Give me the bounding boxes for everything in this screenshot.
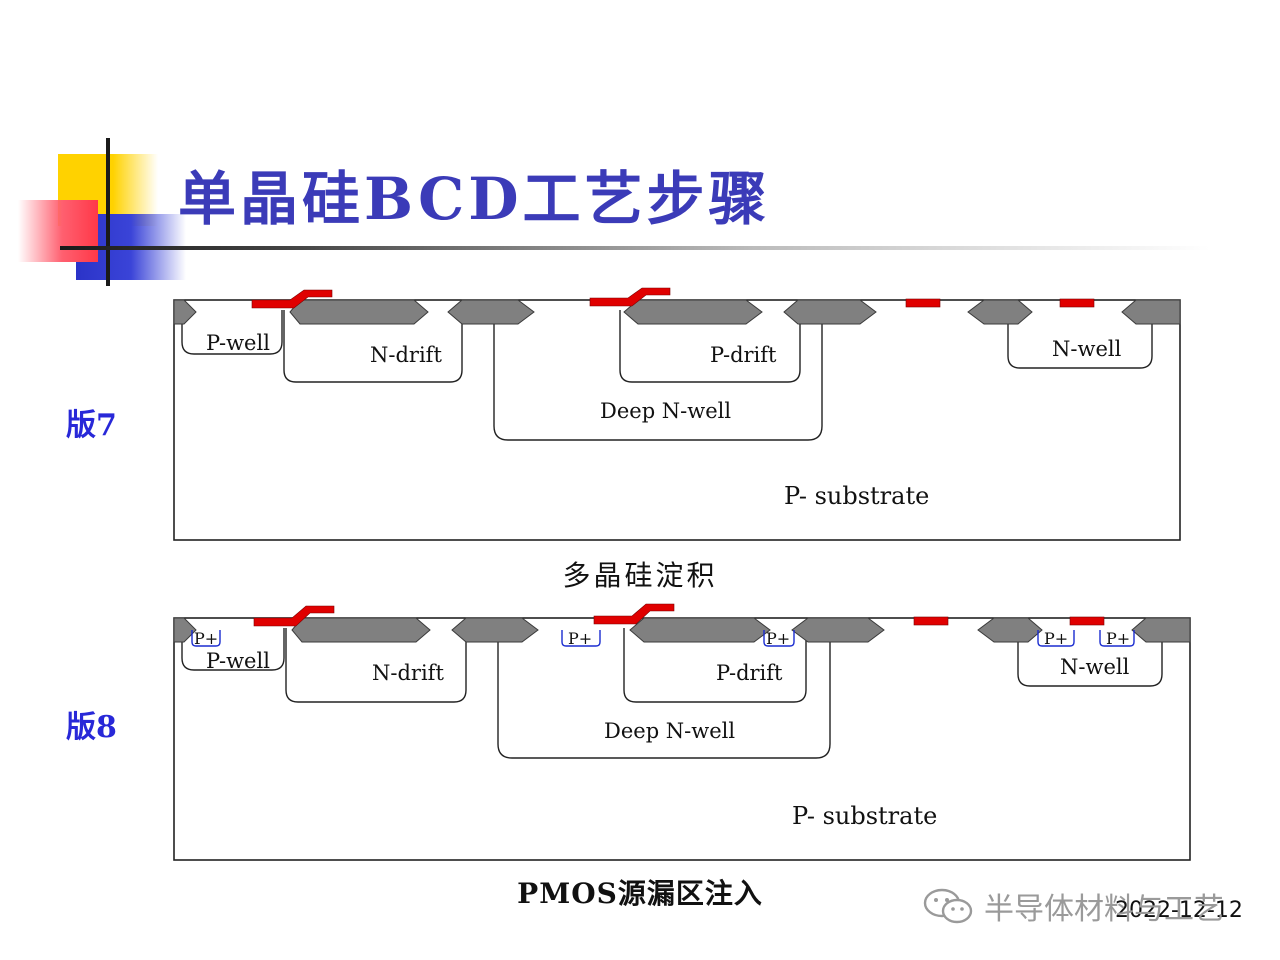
implant-label: P+ <box>766 629 790 648</box>
label-p-drift: P-drift <box>716 661 783 685</box>
label-substrate: P- substrate <box>784 482 929 510</box>
polysilicon-gates <box>253 603 1105 627</box>
p-drift-region <box>619 310 801 383</box>
n-well-region <box>1017 628 1163 687</box>
oxide-segment <box>977 617 1043 643</box>
deep-n-well-region <box>497 628 831 759</box>
p-plus-implants <box>191 630 1135 647</box>
label-p-drift: P-drift <box>710 343 777 367</box>
deco-horizontal-line <box>60 246 1210 250</box>
oxide-segment <box>791 617 885 643</box>
label-deep-n-well: Deep N-well <box>600 399 731 423</box>
implant-outline <box>1099 630 1135 647</box>
poly-gate <box>913 616 949 626</box>
poly-gate <box>905 298 941 308</box>
poly-gate <box>253 605 335 627</box>
label-n-well: N-well <box>1052 337 1122 361</box>
implant-outline <box>763 630 795 647</box>
poly-gate <box>251 289 333 309</box>
implant-outline <box>561 630 601 647</box>
poly-gate <box>1059 298 1095 308</box>
poly-gate <box>593 603 675 625</box>
label-n-drift: N-drift <box>370 343 442 367</box>
field-oxide <box>173 617 1191 643</box>
implant-outline <box>1037 630 1075 647</box>
oxide-segment <box>173 299 197 325</box>
label-n-drift: N-drift <box>372 661 444 685</box>
label-substrate: P- substrate <box>792 802 937 830</box>
implant-label: P+ <box>194 629 218 648</box>
oxide-segment <box>289 299 429 325</box>
deco-red-square <box>18 200 98 262</box>
oxide-segment <box>623 299 763 325</box>
implant-outline <box>191 630 221 647</box>
oxide-segment <box>783 299 877 325</box>
oxide-segment <box>291 617 431 643</box>
oxide-segment <box>967 299 1033 325</box>
oxide-segment <box>447 299 535 325</box>
oxide-segment <box>173 617 197 643</box>
caption-plate-8: PMOS源漏区注入 <box>517 877 763 910</box>
plate-label-7: 版7 <box>66 408 117 443</box>
poly-gate <box>589 287 671 307</box>
label-n-well: N-well <box>1060 655 1130 679</box>
oxide-segment <box>451 617 539 643</box>
watermark-text: 半导体材料与工艺 <box>984 892 1224 927</box>
field-oxide <box>173 299 1181 325</box>
poly-gate <box>1069 616 1105 626</box>
n-well-region <box>1007 310 1153 369</box>
cross-section-plate-8: P+ P+ P+ P+ P+ P-well N-drift P-drift De… <box>173 603 1191 861</box>
plate-label-8: 版8 <box>66 710 117 745</box>
watermark: 半导体材料与工艺 <box>922 884 1224 928</box>
label-p-well: P-well <box>206 331 270 355</box>
p-drift-region <box>623 628 807 703</box>
caption-plate-7: 多晶硅淀积 <box>562 559 718 592</box>
implant-label: P+ <box>568 629 592 648</box>
n-drift-region <box>283 310 463 383</box>
cross-section-plate-7: P-well N-drift P-drift Deep N-well N-wel… <box>173 287 1181 541</box>
slide-title: 单晶硅BCD工艺步骤 <box>178 165 771 233</box>
oxide-segment <box>629 617 771 643</box>
wechat-icon <box>923 888 973 924</box>
implant-label: P+ <box>1044 629 1068 648</box>
oxide-segment <box>1121 299 1181 325</box>
p-well-region <box>181 310 283 355</box>
label-deep-n-well: Deep N-well <box>604 719 735 743</box>
n-drift-region <box>285 628 467 703</box>
p-well-region <box>181 628 285 671</box>
implant-label: P+ <box>1106 629 1130 648</box>
deco-vertical-line <box>106 138 110 286</box>
deep-n-well-region <box>493 310 823 441</box>
label-p-well: P-well <box>206 649 270 673</box>
oxide-segment <box>1131 617 1191 643</box>
polysilicon-gates <box>251 287 1095 309</box>
slide-date: 2022-12-12 <box>1115 898 1243 923</box>
